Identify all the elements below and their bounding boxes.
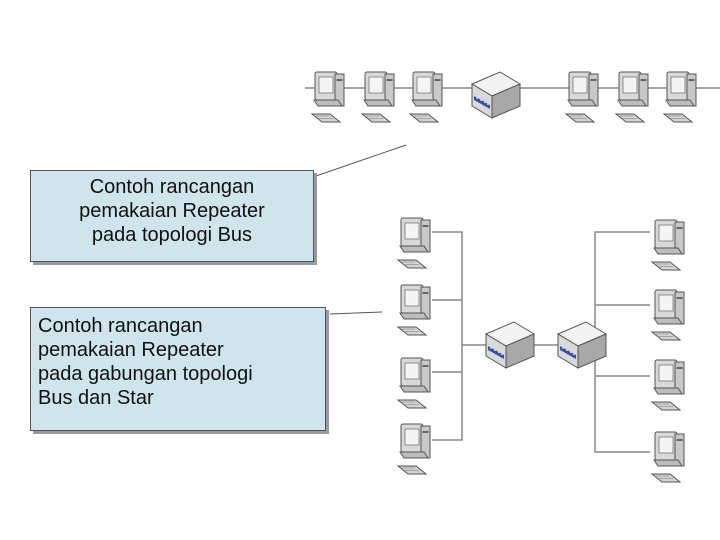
repeater-icon: [485, 321, 535, 369]
callout-text-line: Contoh rancangan: [38, 315, 203, 337]
callout-text-line: pemakaian Repeater: [79, 200, 265, 222]
callout-bus-topology: Contoh rancangan pemakaian Repeater pada…: [30, 170, 314, 262]
repeater-icon: [557, 321, 607, 369]
bus-star-topology: [397, 217, 685, 483]
star-cable: [432, 231, 463, 441]
callout-text-line: pada topologi Bus: [91, 224, 253, 246]
computer-icon: [397, 284, 431, 336]
computer-icon: [361, 71, 395, 123]
repeater-icon: [471, 71, 521, 119]
computer-icon: [651, 359, 685, 411]
callout-text-line: Bus dan Star: [38, 387, 154, 409]
callout-text-line: Contoh rancangan: [89, 176, 255, 198]
bus-topology: [305, 71, 720, 123]
computer-icon: [663, 71, 697, 123]
computer-icon: [651, 431, 685, 483]
callout-text-line: pemakaian Repeater: [38, 339, 224, 361]
callout-bus-star-topology: Contoh rancangan pemakaian Repeater pada…: [30, 307, 326, 431]
computer-icon: [651, 219, 685, 271]
computer-icon: [311, 71, 345, 123]
computer-icon: [397, 423, 431, 475]
callout-leader-line: [315, 144, 407, 177]
computer-icon: [651, 289, 685, 341]
computer-icon: [397, 217, 431, 269]
callout-text-line: pada gabungan topologi: [38, 363, 253, 385]
computer-icon: [615, 71, 649, 123]
computer-icon: [409, 71, 443, 123]
computer-icon: [397, 357, 431, 409]
computer-icon: [565, 71, 599, 123]
callout-leader-line: [329, 311, 383, 315]
